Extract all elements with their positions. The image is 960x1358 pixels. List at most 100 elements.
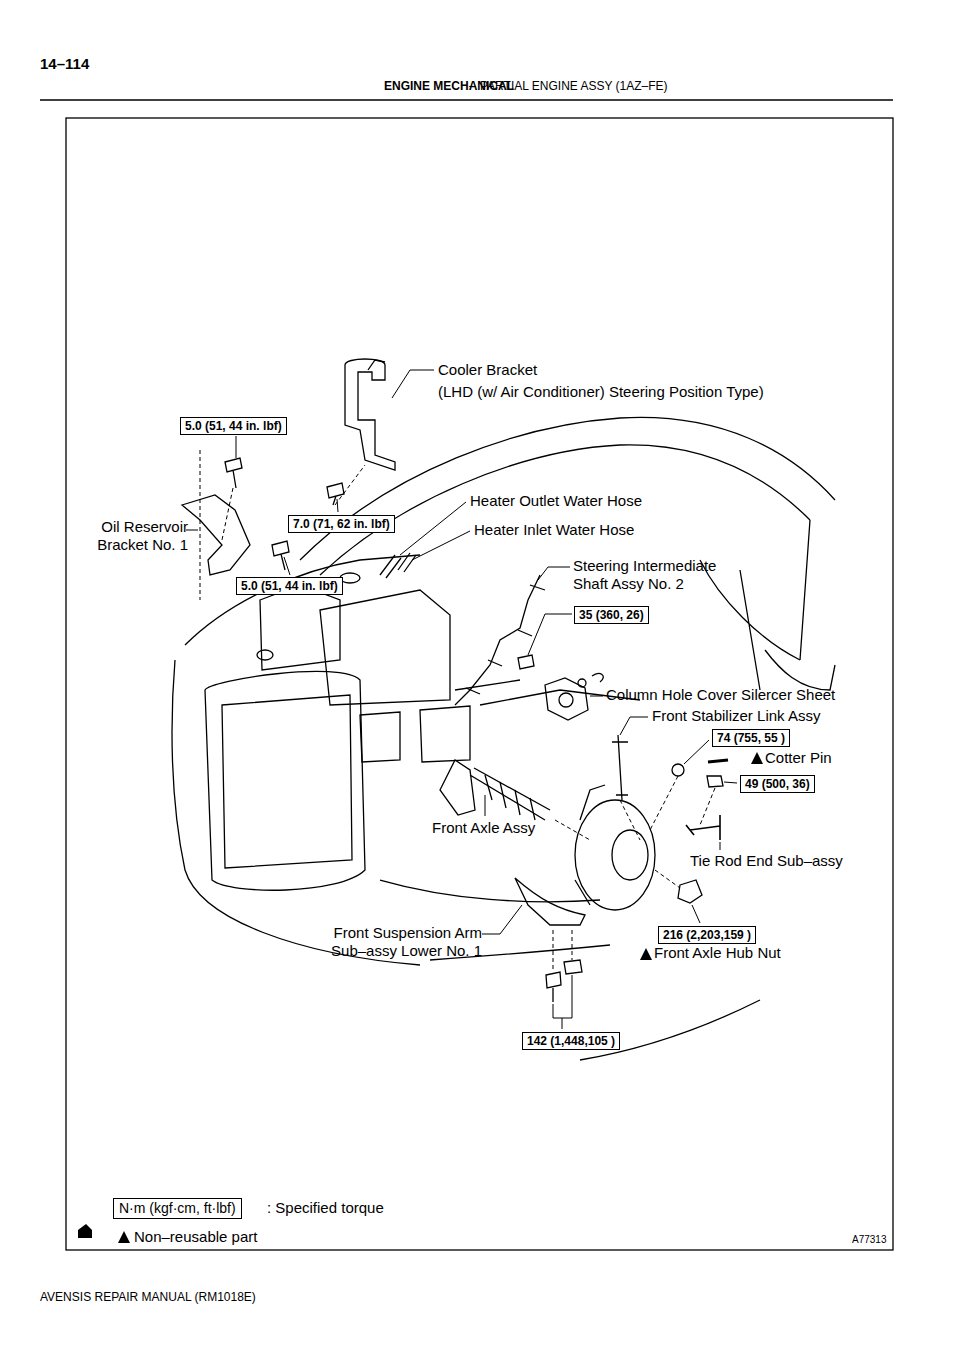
tie-rod-end — [686, 815, 720, 840]
part-label: Oil Reservoir Bracket No. 1 — [72, 518, 188, 554]
torque-value: 49 (500, 36) — [745, 777, 810, 791]
part-label: Front Axle Hub Nut — [654, 944, 781, 962]
hub — [612, 830, 648, 880]
body-front — [172, 660, 420, 965]
cap — [257, 650, 273, 660]
torque-value: 5.0 (51, 44 in. lbf) — [241, 579, 338, 593]
oil-reservoir-bracket — [182, 495, 250, 575]
legend-text: : Specified torque — [267, 1199, 384, 1217]
front-axle — [440, 760, 550, 820]
legend-text: Non–reusable part — [134, 1228, 257, 1246]
part-label: Front Suspension Arm Sub–assy Lower No. … — [310, 924, 482, 960]
leader-line — [692, 905, 700, 923]
cotter-pin — [708, 760, 728, 762]
filler-cap — [340, 573, 360, 583]
grille-inner — [222, 695, 352, 868]
torque-value: 35 (360, 26) — [579, 608, 644, 622]
unit-legend-box: N·m (kgf·cm, ft·lbf) — [113, 1198, 242, 1219]
part-label: Steering Intermediate Shaft Assy No. 2 — [573, 557, 743, 593]
nut — [672, 764, 684, 776]
torque-value: 5.0 (51, 44 in. lbf) — [185, 419, 282, 433]
bolt — [327, 483, 344, 505]
part-label: Front Axle Assy — [432, 819, 535, 837]
leader-line — [392, 370, 434, 398]
leader-line — [337, 499, 338, 512]
non-reusable-mark — [640, 948, 652, 960]
part-label: 14–114 — [40, 55, 89, 73]
engine-parts — [360, 706, 470, 762]
alignment-line — [335, 465, 365, 505]
leader-line — [482, 905, 522, 934]
clip — [578, 679, 586, 687]
leader-line — [284, 557, 290, 575]
non-reusable-mark — [118, 1231, 130, 1243]
leader-line — [720, 842, 721, 850]
alignment-line — [620, 776, 715, 840]
engine-cover — [320, 590, 450, 705]
torque-box: 49 (500, 36) — [740, 775, 815, 793]
part-label: AVENSIS REPAIR MANUAL (RM1018E) — [40, 1290, 256, 1305]
clip — [592, 674, 603, 682]
body-line — [580, 1000, 760, 1060]
leader-line — [528, 614, 572, 655]
torque-box: 216 (2,203,159 ) — [658, 926, 756, 944]
axle-boot — [485, 775, 535, 820]
header-rule — [40, 99, 893, 100]
part-label: Cotter Pin — [765, 749, 832, 767]
cover-hole — [559, 693, 573, 707]
cooler-bracket — [345, 359, 395, 470]
part-label: Tie Rod End Sub–assy — [690, 852, 843, 870]
a-pillar — [700, 560, 800, 690]
leader-line — [620, 717, 648, 735]
part-label: Front Stabilizer Link Assy — [652, 707, 820, 725]
torque-value: 7.0 (71, 62 in. lbf) — [293, 517, 390, 531]
torque-box: 5.0 (51, 44 in. lbf) — [236, 577, 343, 595]
stabilizer-link — [612, 735, 628, 800]
figure-frame — [66, 118, 893, 1250]
steering-shaft — [455, 575, 540, 705]
non-reusable-mark — [751, 752, 763, 764]
part-label: Heater Outlet Water Hose — [470, 492, 642, 510]
shaft-joints — [466, 585, 545, 694]
mirror — [765, 520, 835, 690]
alignment-line — [222, 488, 233, 540]
part-label: Heater Inlet Water Hose — [474, 521, 634, 539]
bolt — [518, 655, 534, 669]
cooler-bracket-clamp — [368, 360, 385, 370]
leader-line — [485, 795, 486, 816]
column-hole-cover — [545, 678, 588, 720]
torque-value: N·m (kgf·cm, ft·lbf) — [119, 1200, 236, 1216]
leader-line — [538, 567, 570, 580]
steering-knuckle — [575, 785, 605, 905]
hub-nut — [678, 880, 702, 903]
torque-box: 7.0 (71, 62 in. lbf) — [288, 515, 395, 533]
torque-box: 142 (1,448,105 ) — [522, 1032, 620, 1050]
nut — [564, 960, 582, 974]
alignment-line — [553, 930, 572, 972]
windshield-top — [300, 417, 835, 560]
leader-line — [236, 436, 237, 458]
tag-icon — [78, 1224, 92, 1238]
part-label: PARTIAL ENGINE ASSY (1AZ–FE) — [480, 79, 668, 94]
bolt — [225, 458, 242, 488]
nut — [707, 776, 723, 787]
torque-value: 216 (2,203,159 ) — [663, 928, 751, 942]
torque-box: 35 (360, 26) — [574, 606, 649, 624]
part-label: Column Hole Cover Silercer Sheet — [606, 686, 835, 704]
part-label: – — [469, 79, 476, 94]
part-label: Cooler Bracket — [438, 361, 537, 379]
torque-box: 5.0 (51, 44 in. lbf) — [180, 417, 287, 435]
leader-line — [553, 975, 572, 1029]
part-label: A77313 — [852, 1233, 886, 1246]
windshield-inner — [320, 445, 810, 575]
leader-line — [400, 502, 466, 555]
brake-disc — [575, 800, 655, 910]
suspension-arm — [515, 878, 585, 925]
leader-line — [724, 782, 737, 783]
heater-hoses — [380, 553, 416, 578]
leader-line — [412, 531, 470, 560]
torque-value: 142 (1,448,105 ) — [527, 1034, 615, 1048]
leader-line — [684, 740, 709, 764]
alignment-line — [200, 450, 201, 600]
